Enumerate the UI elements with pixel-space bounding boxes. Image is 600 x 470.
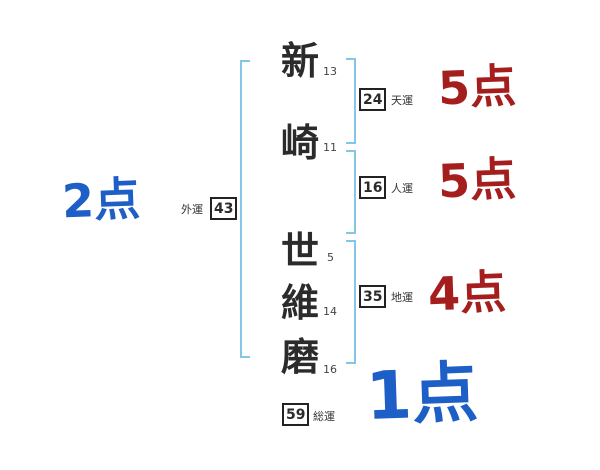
jinun-label: 人運 — [391, 182, 413, 195]
gaiun-value-box: 43 — [210, 197, 238, 220]
tenun-bracket — [346, 58, 356, 144]
name-character: 崎 — [280, 121, 319, 165]
stroke-count: 11 — [323, 141, 337, 154]
tenun-label: 天運 — [391, 94, 413, 107]
souun-score: 1点 — [364, 354, 480, 435]
name-character: 新 — [280, 39, 319, 83]
tenun-score: 5点 — [437, 58, 517, 116]
name-character: 世 — [280, 229, 319, 273]
name-character: 維 — [280, 281, 319, 325]
jinun-value-box: 16 — [359, 176, 387, 199]
stroke-count: 14 — [323, 305, 337, 318]
stroke-count: 16 — [323, 363, 337, 376]
stroke-count: 13 — [323, 65, 337, 78]
jinun-bracket — [346, 150, 356, 234]
gaiun-score: 2点 — [61, 171, 141, 229]
souun-value-box: 59 — [282, 403, 310, 426]
chiun-value-box: 35 — [359, 285, 387, 308]
name-character: 磨 — [280, 335, 319, 379]
gaiun-label: 外運 — [181, 203, 203, 216]
chiun-bracket — [346, 240, 356, 364]
jinun-score: 5点 — [437, 151, 517, 209]
stroke-count: 5 — [327, 251, 334, 264]
gaiun-bracket — [240, 60, 250, 358]
souun-label: 総運 — [313, 410, 335, 423]
chiun-label: 地運 — [391, 291, 413, 304]
tenun-value-box: 24 — [359, 88, 387, 111]
chiun-score: 4点 — [427, 264, 507, 322]
